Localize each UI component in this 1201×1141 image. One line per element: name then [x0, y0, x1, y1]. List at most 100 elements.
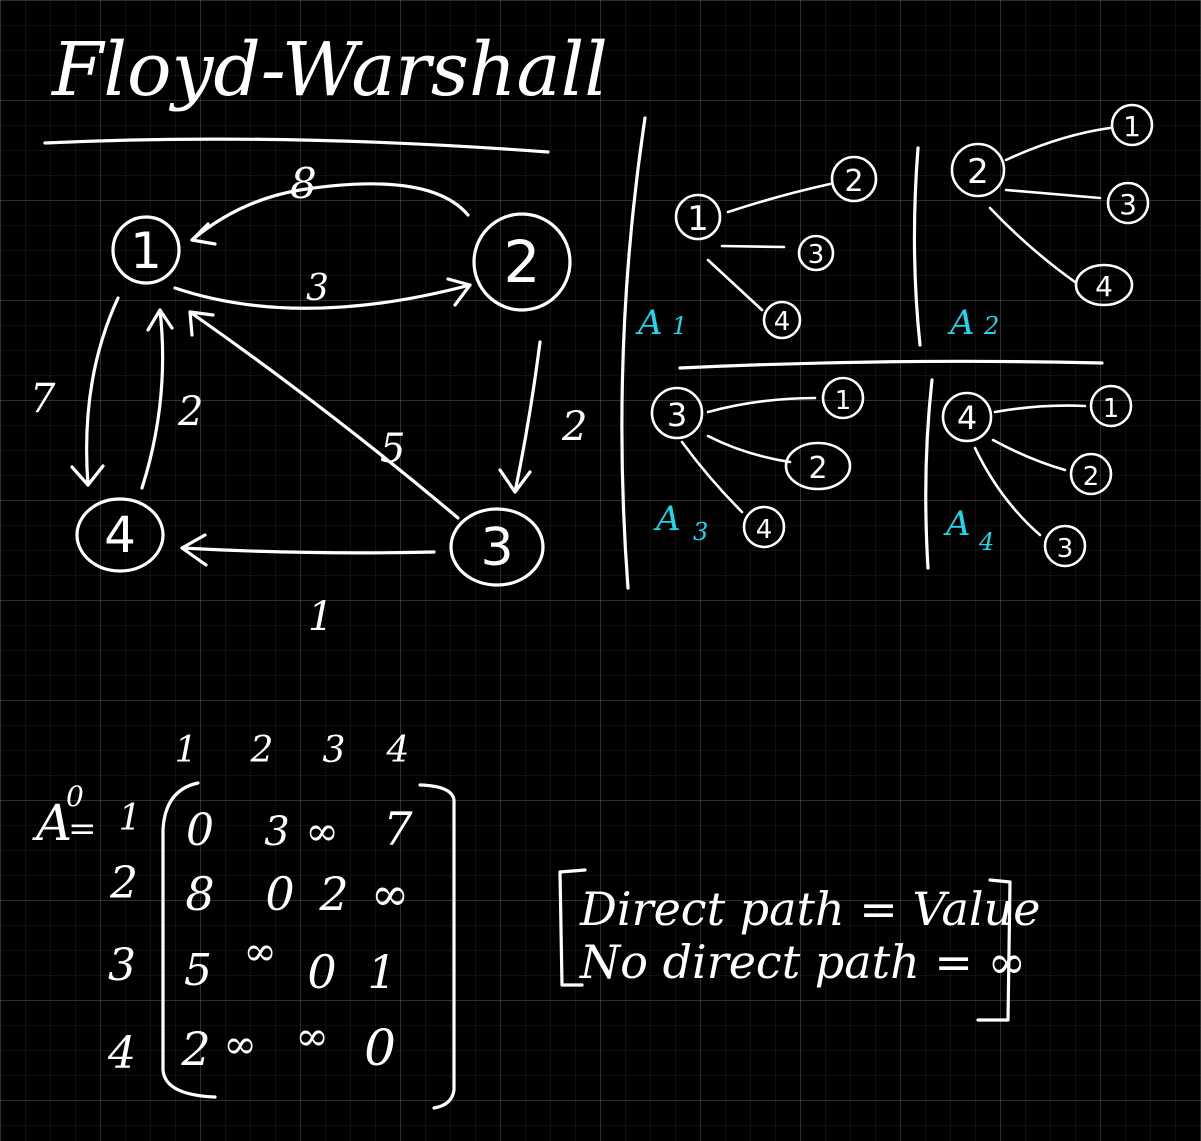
svg-text:4: 4	[104, 506, 136, 564]
matrix-row-headers: 1 2 3 4	[107, 798, 141, 1079]
tree-a2: 2 1 3 4 A 2	[947, 103, 1154, 343]
edge-weight: 1	[308, 594, 333, 640]
tree-child: 1	[1103, 394, 1120, 424]
tree-child: 4	[1095, 270, 1113, 303]
title-underline	[43, 137, 550, 154]
note-line-no-direct: No direct path = ∞	[579, 935, 1026, 989]
title-group: Floyd-Warshall	[43, 27, 608, 154]
matrix-equals: =	[68, 809, 97, 849]
tree-divider-top	[912, 146, 922, 347]
matrix-row: 8 0 2 ∞	[185, 867, 409, 921]
note-line-direct: Direct path = Value	[579, 882, 1040, 936]
graph: 1 2 3 4 8 3 2	[30, 159, 587, 640]
matrix-row-header: 2	[109, 858, 138, 909]
edge-3-to-1: 5	[188, 310, 460, 520]
matrix-cell: 8	[185, 867, 214, 921]
matrix-row: 2 ∞ ∞ 0	[180, 1014, 396, 1077]
tree-child: 1	[835, 386, 852, 416]
edge-2-to-3: 2	[498, 340, 587, 494]
edge-weight: 2	[561, 404, 587, 450]
matrix-cell: 3	[264, 809, 289, 855]
matrix-left-bracket	[161, 781, 217, 1099]
edge-weight: 3	[306, 268, 329, 309]
edge-1-to-2: 3	[173, 268, 472, 310]
edge-2-to-1: 8	[190, 159, 470, 246]
tree-child: 3	[1119, 188, 1137, 221]
matrix-cell: 0	[186, 805, 214, 856]
legend-note: Direct path = Value No direct path = ∞	[558, 868, 1040, 1022]
matrix-cell: 5	[184, 945, 212, 996]
distance-matrix: A 0 = 1 2 3 4 1 2 3 4 0 3 ∞ 7 8 0 2 ∞	[32, 730, 456, 1110]
tree-child: 2	[1083, 462, 1100, 492]
tree-child: 2	[844, 164, 863, 199]
svg-text:3: 3	[480, 518, 513, 578]
tree-child: 2	[808, 451, 827, 486]
matrix-cell: 1	[367, 945, 396, 999]
tree-child: 3	[808, 240, 825, 270]
tree-label-sub: 2	[983, 312, 999, 340]
tree-a4: 4 1 2 3 A 4	[941, 384, 1133, 568]
graph-node-2: 2	[472, 212, 572, 312]
edge-weight: 7	[30, 376, 56, 422]
tree-divider-bottom	[924, 378, 934, 570]
matrix-col-header: 2	[250, 730, 274, 771]
matrix-row-header: 4	[107, 1028, 136, 1079]
tree-root: 2	[967, 152, 989, 192]
page-title: Floyd-Warshall	[50, 27, 608, 113]
matrix-cell: ∞	[295, 1014, 328, 1060]
matrix-row-header: 1	[119, 798, 142, 839]
tree-root: 1	[687, 199, 709, 239]
matrix-column-headers: 1 2 3 4	[175, 730, 410, 771]
matrix-right-bracket	[418, 783, 456, 1110]
tree-a3: 3 1 2 4 A 3	[650, 376, 865, 549]
tree-child: 4	[774, 307, 791, 337]
edge-weight: 5	[380, 426, 405, 472]
edge-4-to-1: 2	[140, 308, 203, 490]
tree-child: 4	[756, 515, 773, 545]
graph-node-3: 3	[449, 507, 545, 587]
matrix-col-header: 1	[175, 730, 198, 771]
matrix-cell: 7	[383, 802, 413, 856]
tree-a1: 1 2 3 4 A 1	[635, 155, 878, 343]
edge-weight: 2	[177, 389, 203, 435]
graph-node-1: 1	[111, 215, 181, 285]
matrix-cell: ∞	[305, 809, 338, 855]
note-left-bracket	[558, 868, 587, 987]
tree-root: 3	[667, 396, 687, 434]
tree-child: 3	[1057, 534, 1074, 564]
tree-label: A	[635, 303, 663, 343]
graph-node-4: 4	[75, 497, 165, 573]
matrix-col-header: 4	[386, 730, 410, 771]
vertical-divider	[620, 116, 647, 590]
matrix-cell: 0	[265, 867, 294, 921]
horizontal-divider	[678, 359, 1104, 370]
matrix-cell: ∞	[243, 929, 276, 975]
tree-label-sub: 3	[693, 518, 708, 546]
tree-label: A	[943, 504, 971, 544]
edge-3-to-4: 1	[180, 533, 436, 640]
matrix-row: 0 3 ∞ 7	[186, 802, 413, 856]
separators	[620, 116, 1104, 590]
svg-text:1: 1	[130, 222, 162, 280]
tree-label-sub: 4	[978, 528, 994, 556]
matrix-cell: 0	[364, 1019, 396, 1077]
matrix-row-header: 3	[108, 940, 136, 991]
matrix-cell: 0	[307, 945, 336, 999]
matrix-cell: 2	[318, 867, 348, 921]
matrix-col-header: 3	[323, 730, 346, 771]
tree-child: 1	[1123, 110, 1141, 143]
matrix-row: 5 ∞ 0 1	[184, 929, 397, 999]
svg-text:2: 2	[504, 228, 541, 296]
matrix-cell: ∞	[371, 867, 409, 921]
note-right-bracket	[976, 878, 1012, 1022]
matrix-superscript: 0	[66, 780, 84, 813]
matrix-label: A	[32, 794, 72, 852]
tree-label: A	[947, 303, 975, 343]
edge-1-to-4: 7	[30, 296, 120, 487]
tree-label-sub: 1	[672, 312, 687, 340]
edge-weight: 8	[290, 159, 317, 208]
tree-root: 4	[957, 399, 977, 437]
matrix-cell: 2	[180, 1022, 210, 1076]
